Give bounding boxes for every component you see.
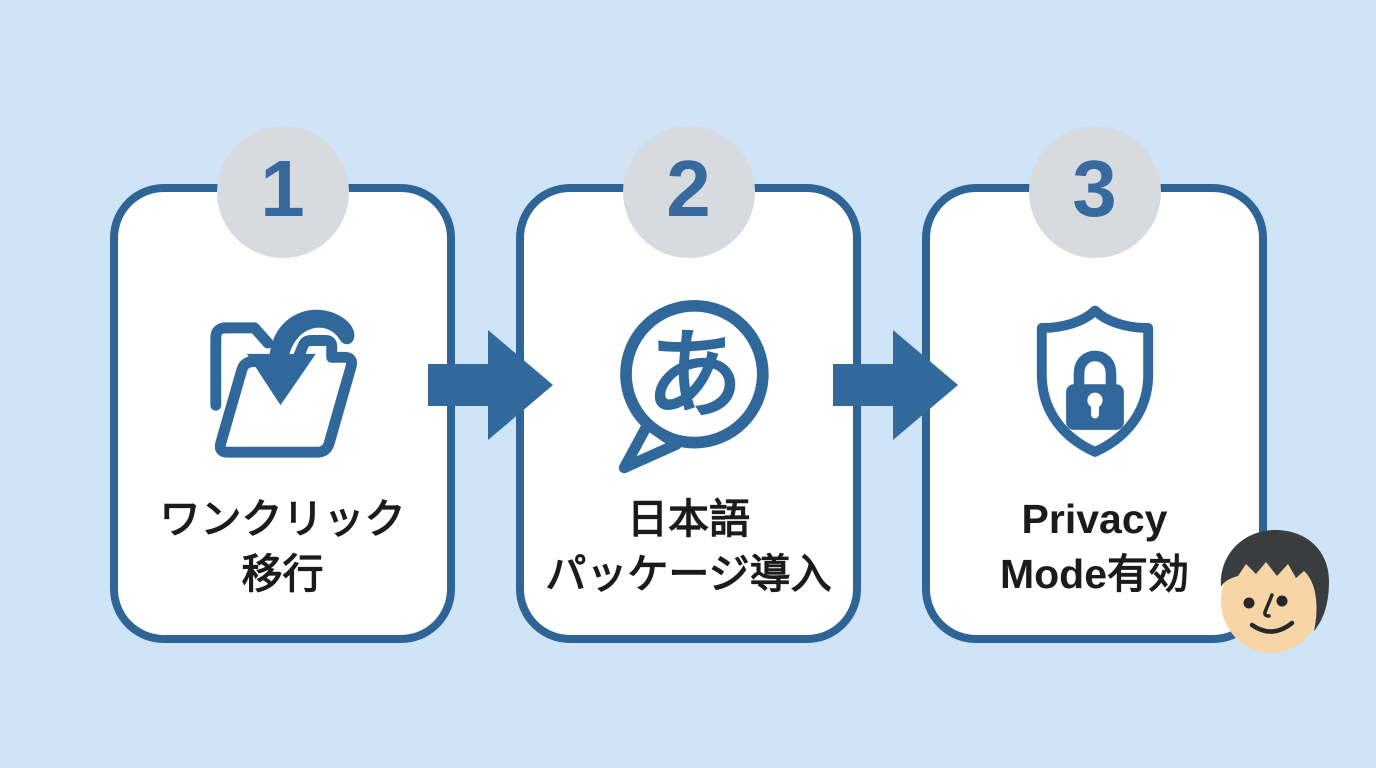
step-1-label-line1: ワンクリック	[159, 496, 406, 542]
step-2-label: 日本語 パッケージ導入	[545, 492, 831, 602]
step-2-number: 2	[666, 144, 711, 233]
step-3-label-line1: Privacy	[1021, 496, 1168, 542]
step-2-number-badge: 2	[622, 126, 755, 258]
step-1-number-badge: 1	[216, 126, 349, 258]
step-1-number: 1	[260, 144, 305, 233]
step-3-number-badge: 3	[1028, 126, 1161, 258]
boy-face-illustration	[1220, 530, 1329, 653]
right-arrow-icon	[833, 330, 958, 440]
step-3-number: 3	[1072, 144, 1117, 233]
language-bubble-icon: あ	[596, 298, 782, 474]
step-1-label-line2: 移行	[241, 551, 324, 597]
step-2-label-line2: パッケージ導入	[545, 551, 832, 597]
step-3-label-line2: Mode有効	[999, 551, 1190, 597]
folder-import-icon	[190, 298, 376, 472]
step-card-3: 3 Privacy Mode有効	[922, 126, 1267, 643]
step-3-label: Privacy Mode有効	[1000, 492, 1189, 602]
step-card-2: 2 あ 日本語 パッケージ導入	[516, 126, 861, 643]
step-1-label: ワンクリック 移行	[160, 492, 406, 602]
shield-lock-icon	[1002, 298, 1188, 472]
hiragana-a-glyph: あ	[645, 320, 742, 429]
step-2-label-line1: 日本語	[627, 496, 750, 542]
right-arrow-icon	[428, 330, 553, 440]
step-card-1: 1 ワンクリック 移行	[110, 126, 455, 643]
